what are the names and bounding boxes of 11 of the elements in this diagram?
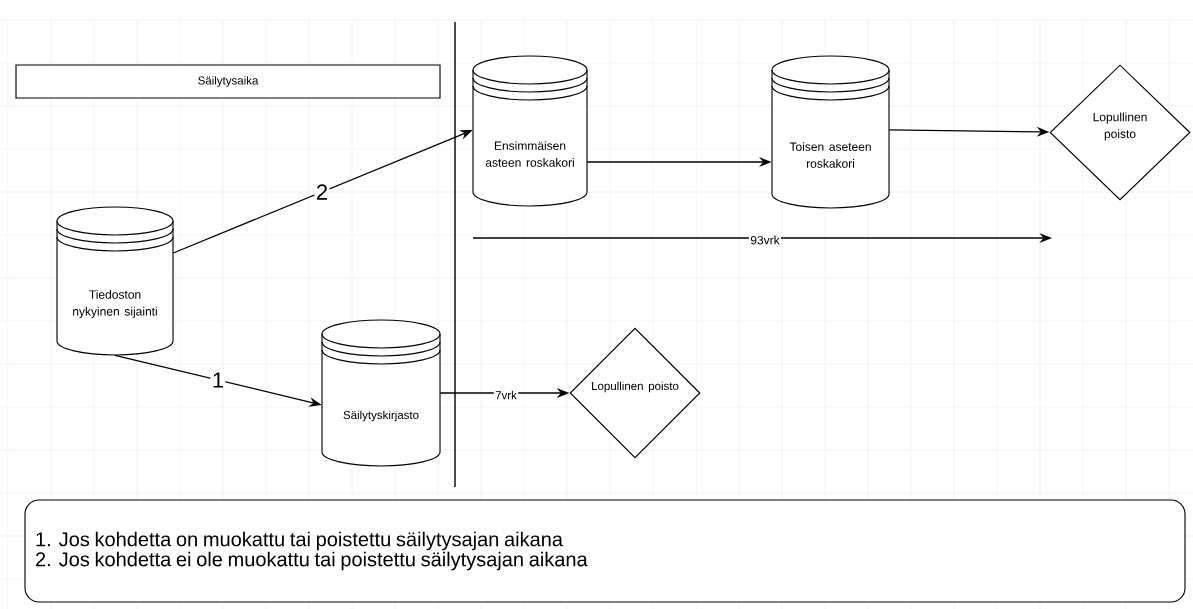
header-box: Säilytysaika [15, 64, 441, 99]
dimension-label: 93vrk [748, 234, 782, 246]
database-cylinder: Toisen aseteen roskakori [771, 55, 890, 209]
database-cylinder: Tiedoston nykyinen sijainti [56, 206, 174, 356]
database-cylinder: Ensimmäisen asteen roskakori [472, 55, 588, 207]
edge-label: 7vrk [493, 389, 519, 401]
edge-label: 1 [210, 371, 226, 389]
database-cylinder: Säilytyskirjasto [321, 319, 441, 467]
node-label: Lopullinen poisto [1093, 112, 1147, 141]
edge-label: 2 [314, 182, 330, 202]
note-box: 1. Jos kohdetta on muokattu tai poistettu säilytysajan aikana 2. Jos kohdetta ei ole muokattu tai poistettu säilytysajan aikana [24, 499, 1186, 603]
